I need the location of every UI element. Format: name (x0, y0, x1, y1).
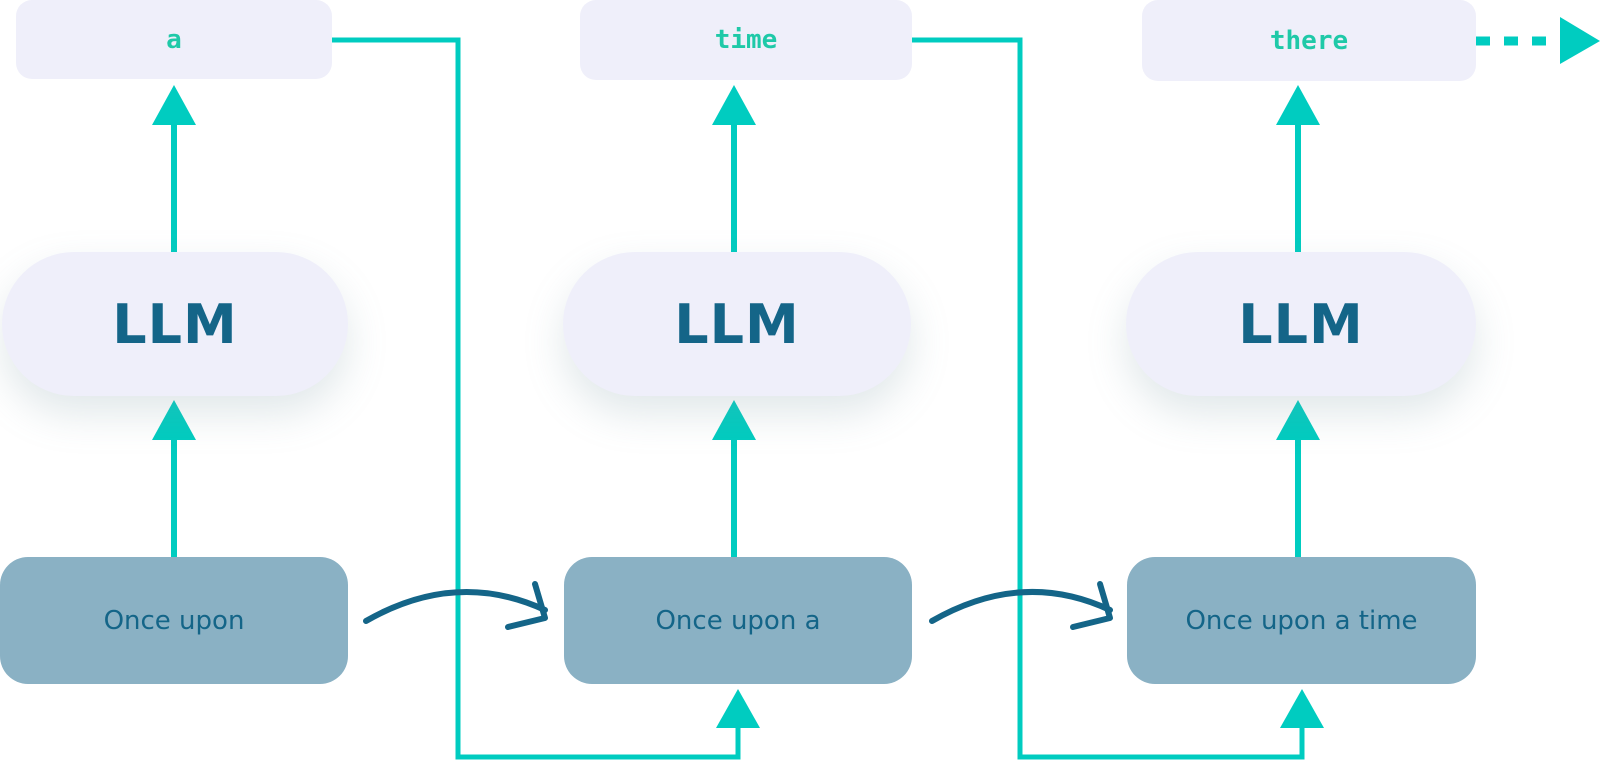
output-token-3: there (1142, 0, 1476, 81)
arrowhead-up-icon (152, 85, 196, 125)
output-token-2: time (580, 0, 912, 80)
token-label: there (1269, 25, 1349, 56)
arrowhead-up-icon (1276, 400, 1320, 440)
arrowhead-curved-icon (505, 581, 548, 630)
llm-label: LLM (674, 292, 800, 356)
arrowhead-right-icon (1560, 17, 1600, 64)
llm-block-1: LLM (2, 252, 348, 396)
llm-label: LLM (112, 292, 238, 356)
arrowhead-up-icon (1280, 689, 1324, 728)
arrowhead-up-icon (712, 400, 756, 440)
arrowhead-curved-icon (1070, 581, 1113, 630)
token-label: a (166, 24, 182, 55)
input-label: Once upon a (655, 605, 821, 636)
curved-flow-arrow-2 (929, 588, 1113, 624)
arrowhead-up-icon (152, 400, 196, 440)
input-label: Once upon (103, 605, 245, 636)
llm-block-2: LLM (563, 252, 911, 396)
arrowhead-up-icon (1276, 85, 1320, 125)
input-context-3: Once upon a time (1127, 557, 1476, 684)
step-2-arrows (712, 85, 756, 557)
arrowhead-up-icon (712, 85, 756, 125)
feedback-loop-1 (332, 37, 741, 760)
llm-label: LLM (1238, 292, 1364, 356)
input-context-1: Once upon (0, 557, 348, 684)
arrowhead-up-icon (716, 689, 760, 728)
token-label: time (714, 25, 778, 55)
input-context-2: Once upon a (564, 557, 912, 684)
feedback-loop-2 (912, 37, 1305, 760)
input-label: Once upon a time (1185, 605, 1418, 636)
step-3-arrows (1276, 85, 1320, 557)
output-token-1: a (16, 0, 332, 79)
step-1-arrows (152, 85, 196, 557)
curved-flow-arrow-1 (363, 588, 548, 624)
llm-block-3: LLM (1126, 252, 1476, 396)
